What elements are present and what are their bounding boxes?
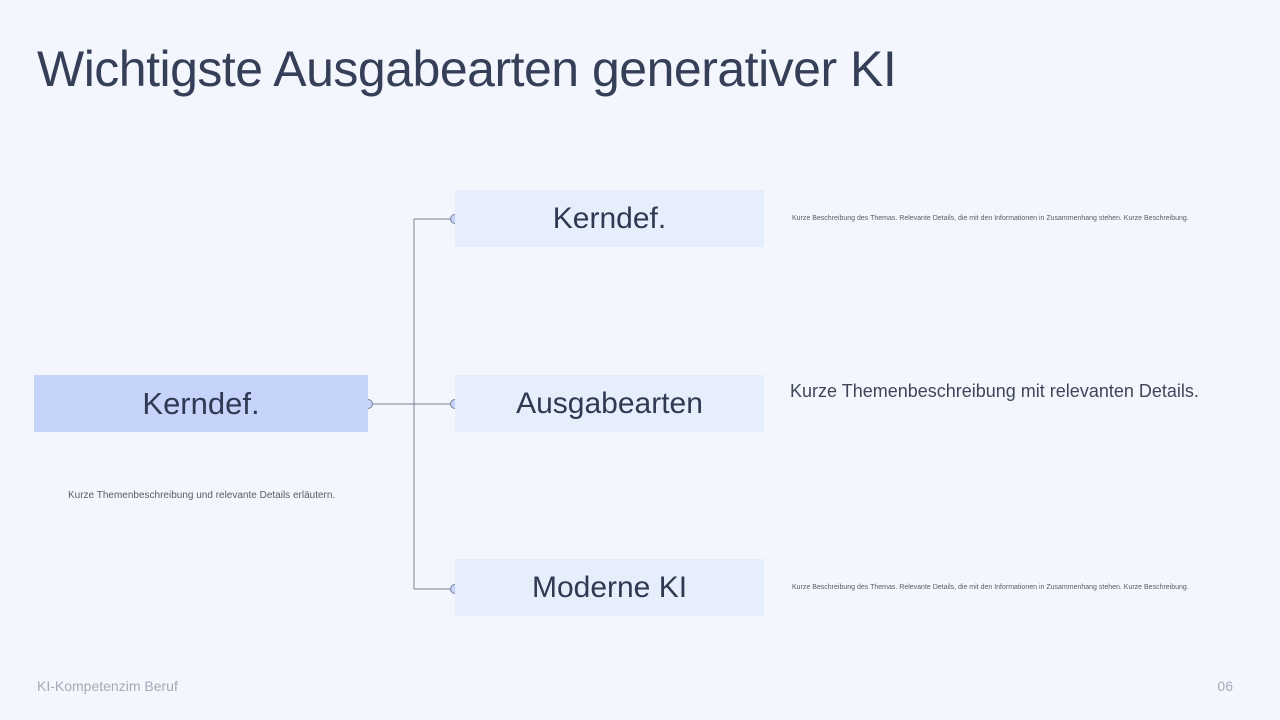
child-description-1: Kurze Beschreibung des Themas. Relevante… [792, 215, 1189, 222]
child-node-2: Ausgabearten [455, 375, 764, 432]
child-description-3: Kurze Beschreibung des Themas. Relevante… [792, 584, 1189, 591]
child-node-1: Kerndef. [455, 190, 764, 247]
root-node: Kerndef. [34, 375, 368, 432]
footer-title: KI-Kompetenzim Beruf [37, 678, 178, 694]
page-title: Wichtigste Ausgabearten generativer KI [37, 41, 897, 97]
child-description-2: Kurze Themenbeschreibung mit relevanten … [790, 381, 1199, 401]
page-number: 06 [1217, 678, 1233, 694]
child-node-3: Moderne KI [455, 559, 764, 616]
root-description: Kurze Themenbeschreibung und relevante D… [68, 490, 336, 501]
